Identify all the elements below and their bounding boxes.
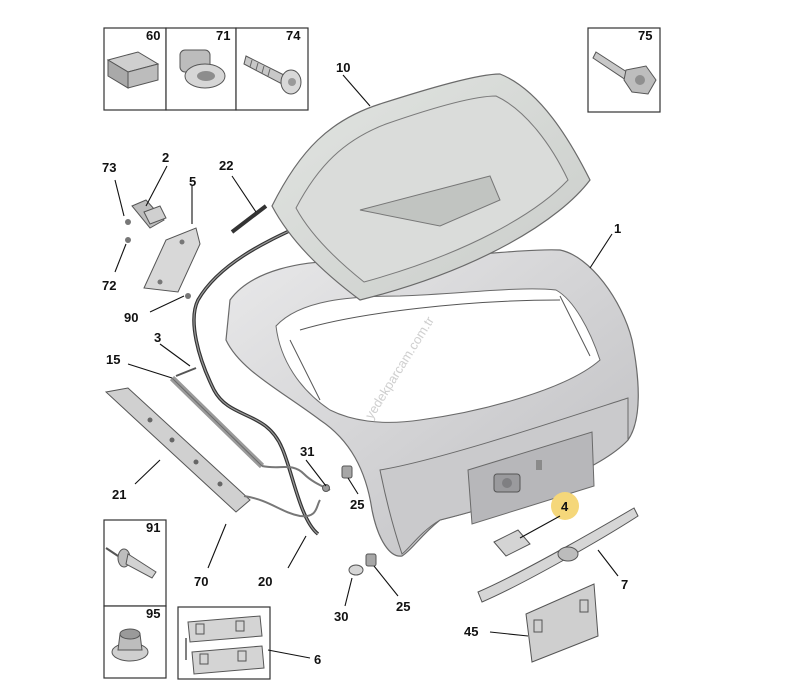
callout-10: 10 (336, 60, 350, 75)
bolt-icon (592, 51, 657, 95)
callout-21: 21 (112, 487, 126, 502)
callout-25-lower: 25 (396, 599, 410, 614)
leader-lines (114, 74, 619, 659)
callout-72: 72 (102, 278, 116, 293)
fastener-icon (243, 55, 302, 95)
grommet-25-lower (365, 553, 377, 567)
callout-15: 15 (106, 352, 120, 367)
emblem-icon (493, 473, 521, 493)
callout-highlight (551, 492, 579, 520)
detail-box-75: 75 (587, 27, 661, 113)
callout-25-upper: 25 (350, 497, 364, 512)
callout-70: 70 (194, 574, 208, 589)
rear-glass-10 (271, 73, 591, 301)
rivet-icon (105, 547, 157, 579)
foam-pad-icon (106, 51, 160, 89)
box-number-60: 60 (146, 28, 160, 43)
grommet-25-upper (341, 465, 353, 479)
callout-3: 3 (154, 330, 161, 345)
detail-box-91: 91 (103, 519, 167, 607)
box-number-74: 74 (286, 28, 301, 43)
detail-box-74: 74 (235, 27, 309, 111)
box-number-95: 95 (146, 606, 160, 621)
bracket-4 (493, 529, 531, 557)
clip-icon (179, 49, 226, 89)
callout-1: 1 (614, 221, 621, 236)
plate-lower-icon (185, 638, 265, 675)
brand-emblem-icon (557, 546, 579, 562)
gas-strut-15 (169, 367, 265, 469)
trim-strip-7 (477, 507, 639, 603)
callout-22: 22 (219, 158, 233, 173)
callout-6: 6 (314, 652, 321, 667)
callout-90: 90 (124, 310, 138, 325)
washer-30 (348, 564, 364, 576)
tailgate-body-1 (225, 249, 639, 557)
bracket-5 (143, 227, 201, 299)
callout-numbers: 10 1 2 73 5 22 72 90 3 15 21 31 25 70 20… (102, 60, 628, 667)
callout-4: 4 (561, 499, 569, 514)
box-number-71: 71 (216, 28, 230, 43)
hinge-2 (125, 199, 167, 243)
box-number-91: 91 (146, 520, 160, 535)
detail-box-60: 60 (103, 27, 167, 111)
trim-panel-21 (104, 387, 251, 513)
callout-7: 7 (621, 577, 628, 592)
callout-45: 45 (464, 624, 478, 639)
grommet-icon (111, 628, 149, 662)
seal-strip-22 (230, 204, 268, 234)
detail-box-95: 95 (103, 605, 167, 679)
plate-holder-45 (525, 583, 599, 663)
callout-2: 2 (162, 150, 169, 165)
callout-31: 31 (300, 444, 314, 459)
plate-upper-icon (187, 615, 263, 643)
detail-box-71: 71 (165, 27, 237, 111)
callout-73: 73 (102, 160, 116, 175)
callout-5: 5 (189, 174, 196, 189)
callout-30: 30 (334, 609, 348, 624)
clip-31 (322, 484, 330, 492)
detail-box-6 (177, 606, 271, 680)
callout-20: 20 (258, 574, 272, 589)
box-number-75: 75 (638, 28, 652, 43)
